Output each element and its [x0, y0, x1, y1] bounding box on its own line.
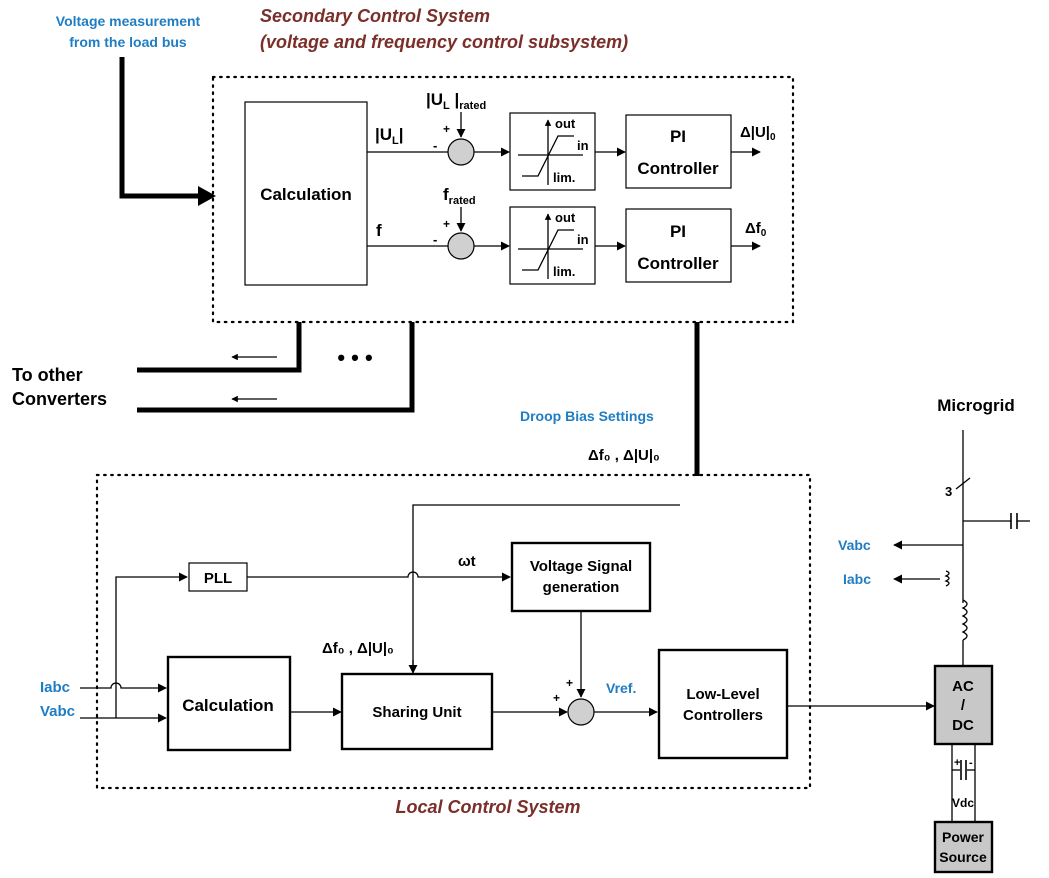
- wt-signal-line: [247, 571, 511, 582]
- f-summing-junction: [447, 232, 475, 260]
- vsg-label-line2: generation: [543, 579, 620, 596]
- f-pi-controller-block: [625, 208, 732, 283]
- sharing-unit-label: Sharing Unit: [372, 704, 461, 721]
- power-source-block: [933, 820, 994, 874]
- f-output-label: Δf0: [745, 220, 767, 239]
- local-control-frame: [95, 473, 812, 790]
- current-transformer-coil: [944, 570, 950, 587]
- pll-label: PLL: [204, 570, 232, 587]
- wt-label: ωt: [458, 553, 476, 570]
- f-pi-label-line1: PI: [670, 222, 686, 241]
- bus-line-upper: [137, 322, 302, 373]
- vref-summing-junction: [567, 698, 595, 726]
- pll-block: [188, 562, 248, 592]
- phase-slash: [955, 477, 971, 490]
- local-calculation-label: Calculation: [182, 696, 274, 715]
- f-rated-label: frated: [443, 185, 476, 207]
- measurement-label-line2: from the load bus: [69, 34, 187, 50]
- ul-limiter-lim-label: lim.: [553, 170, 575, 185]
- ul-pi-controller-block: [625, 114, 732, 189]
- power-source-line2: Source: [939, 849, 987, 865]
- dc-plus-sign: +: [954, 757, 960, 769]
- ul-rated-label: |UL |rated: [426, 90, 486, 112]
- acdc-label-line3: DC: [952, 717, 974, 734]
- summer-plus-left: +: [553, 691, 560, 705]
- f-plus-sign: +: [443, 217, 450, 231]
- ul-minus-sign: -: [433, 138, 437, 153]
- sharing-unit-block: [340, 672, 494, 751]
- sharing-input-label: Δf₀ , Δ|U|₀: [322, 640, 394, 657]
- droop-bias-title: Droop Bias Settings: [520, 408, 654, 424]
- ul-limiter-block: [509, 112, 596, 191]
- other-converters-line2: Converters: [12, 389, 107, 409]
- ul-pi-label-line2: Controller: [637, 159, 719, 178]
- llc-label-line2: Controllers: [683, 707, 763, 724]
- vref-label: Vref.: [606, 680, 636, 696]
- local-title: Local Control System: [395, 797, 580, 817]
- phase-count-label: 3: [945, 484, 952, 499]
- measurement-arrow: [119, 57, 200, 199]
- measurement-arrowhead: [198, 186, 216, 206]
- local-iabc-label: Iabc: [40, 679, 70, 696]
- ul-limiter-out-label: out: [555, 116, 576, 131]
- summer-plus-top: +: [566, 676, 573, 690]
- secondary-title-line2: (voltage and frequency control subsystem…: [260, 32, 628, 52]
- acdc-label-line1: AC: [952, 678, 974, 695]
- secondary-title-line1: Secondary Control System: [260, 6, 490, 26]
- measurement-label-line1: Voltage measurement: [56, 13, 201, 29]
- other-converters-line1: To other: [12, 365, 83, 385]
- llc-label-line1: Low-Level: [686, 686, 759, 703]
- vsg-label-line1: Voltage Signal: [530, 558, 632, 575]
- dc-minus-sign: -: [969, 757, 973, 769]
- local-vabc-label: Vabc: [40, 703, 75, 720]
- secondary-calculation-label: Calculation: [260, 185, 352, 204]
- f-limiter-lim-label: lim.: [553, 264, 575, 279]
- bus-line-lower: [137, 322, 415, 413]
- local-calculation-block: [166, 655, 292, 752]
- ul-output-label: Δ|U|0: [740, 124, 776, 143]
- acdc-converter-block: [933, 664, 994, 746]
- ul-plus-sign: +: [443, 122, 450, 136]
- low-level-controllers-block: [657, 648, 789, 760]
- microgrid-title: Microgrid: [937, 396, 1014, 415]
- acdc-label-line2: /: [961, 697, 966, 714]
- droop-distribution-line: [412, 504, 680, 668]
- secondary-calculation-block: [244, 101, 368, 286]
- ul-limiter-in-label: in: [577, 138, 589, 153]
- ul-label: |UL|: [375, 125, 404, 147]
- microgrid-vabc-label: Vabc: [838, 537, 871, 553]
- ellipsis: • • •: [337, 345, 372, 370]
- inductor-coil: [961, 599, 968, 641]
- secondary-control-frame: [211, 75, 795, 324]
- f-limiter-in-label: in: [577, 232, 589, 247]
- f-limiter-out-label: out: [555, 210, 576, 225]
- f-label: f: [376, 221, 382, 240]
- iabc-input-line: [80, 682, 167, 693]
- ul-pi-label-line1: PI: [670, 127, 686, 146]
- droop-bias-values: Δf₀ , Δ|U|₀: [588, 447, 660, 464]
- microgrid-iabc-label: Iabc: [843, 571, 871, 587]
- voltage-signal-generation-block: [510, 541, 652, 613]
- vabc-to-pll-line: [115, 572, 188, 718]
- power-source-line1: Power: [942, 829, 985, 845]
- vdc-label: Vdc: [952, 796, 974, 810]
- ul-summing-junction: [447, 138, 475, 166]
- f-minus-sign: -: [433, 232, 437, 247]
- f-pi-label-line2: Controller: [637, 254, 719, 273]
